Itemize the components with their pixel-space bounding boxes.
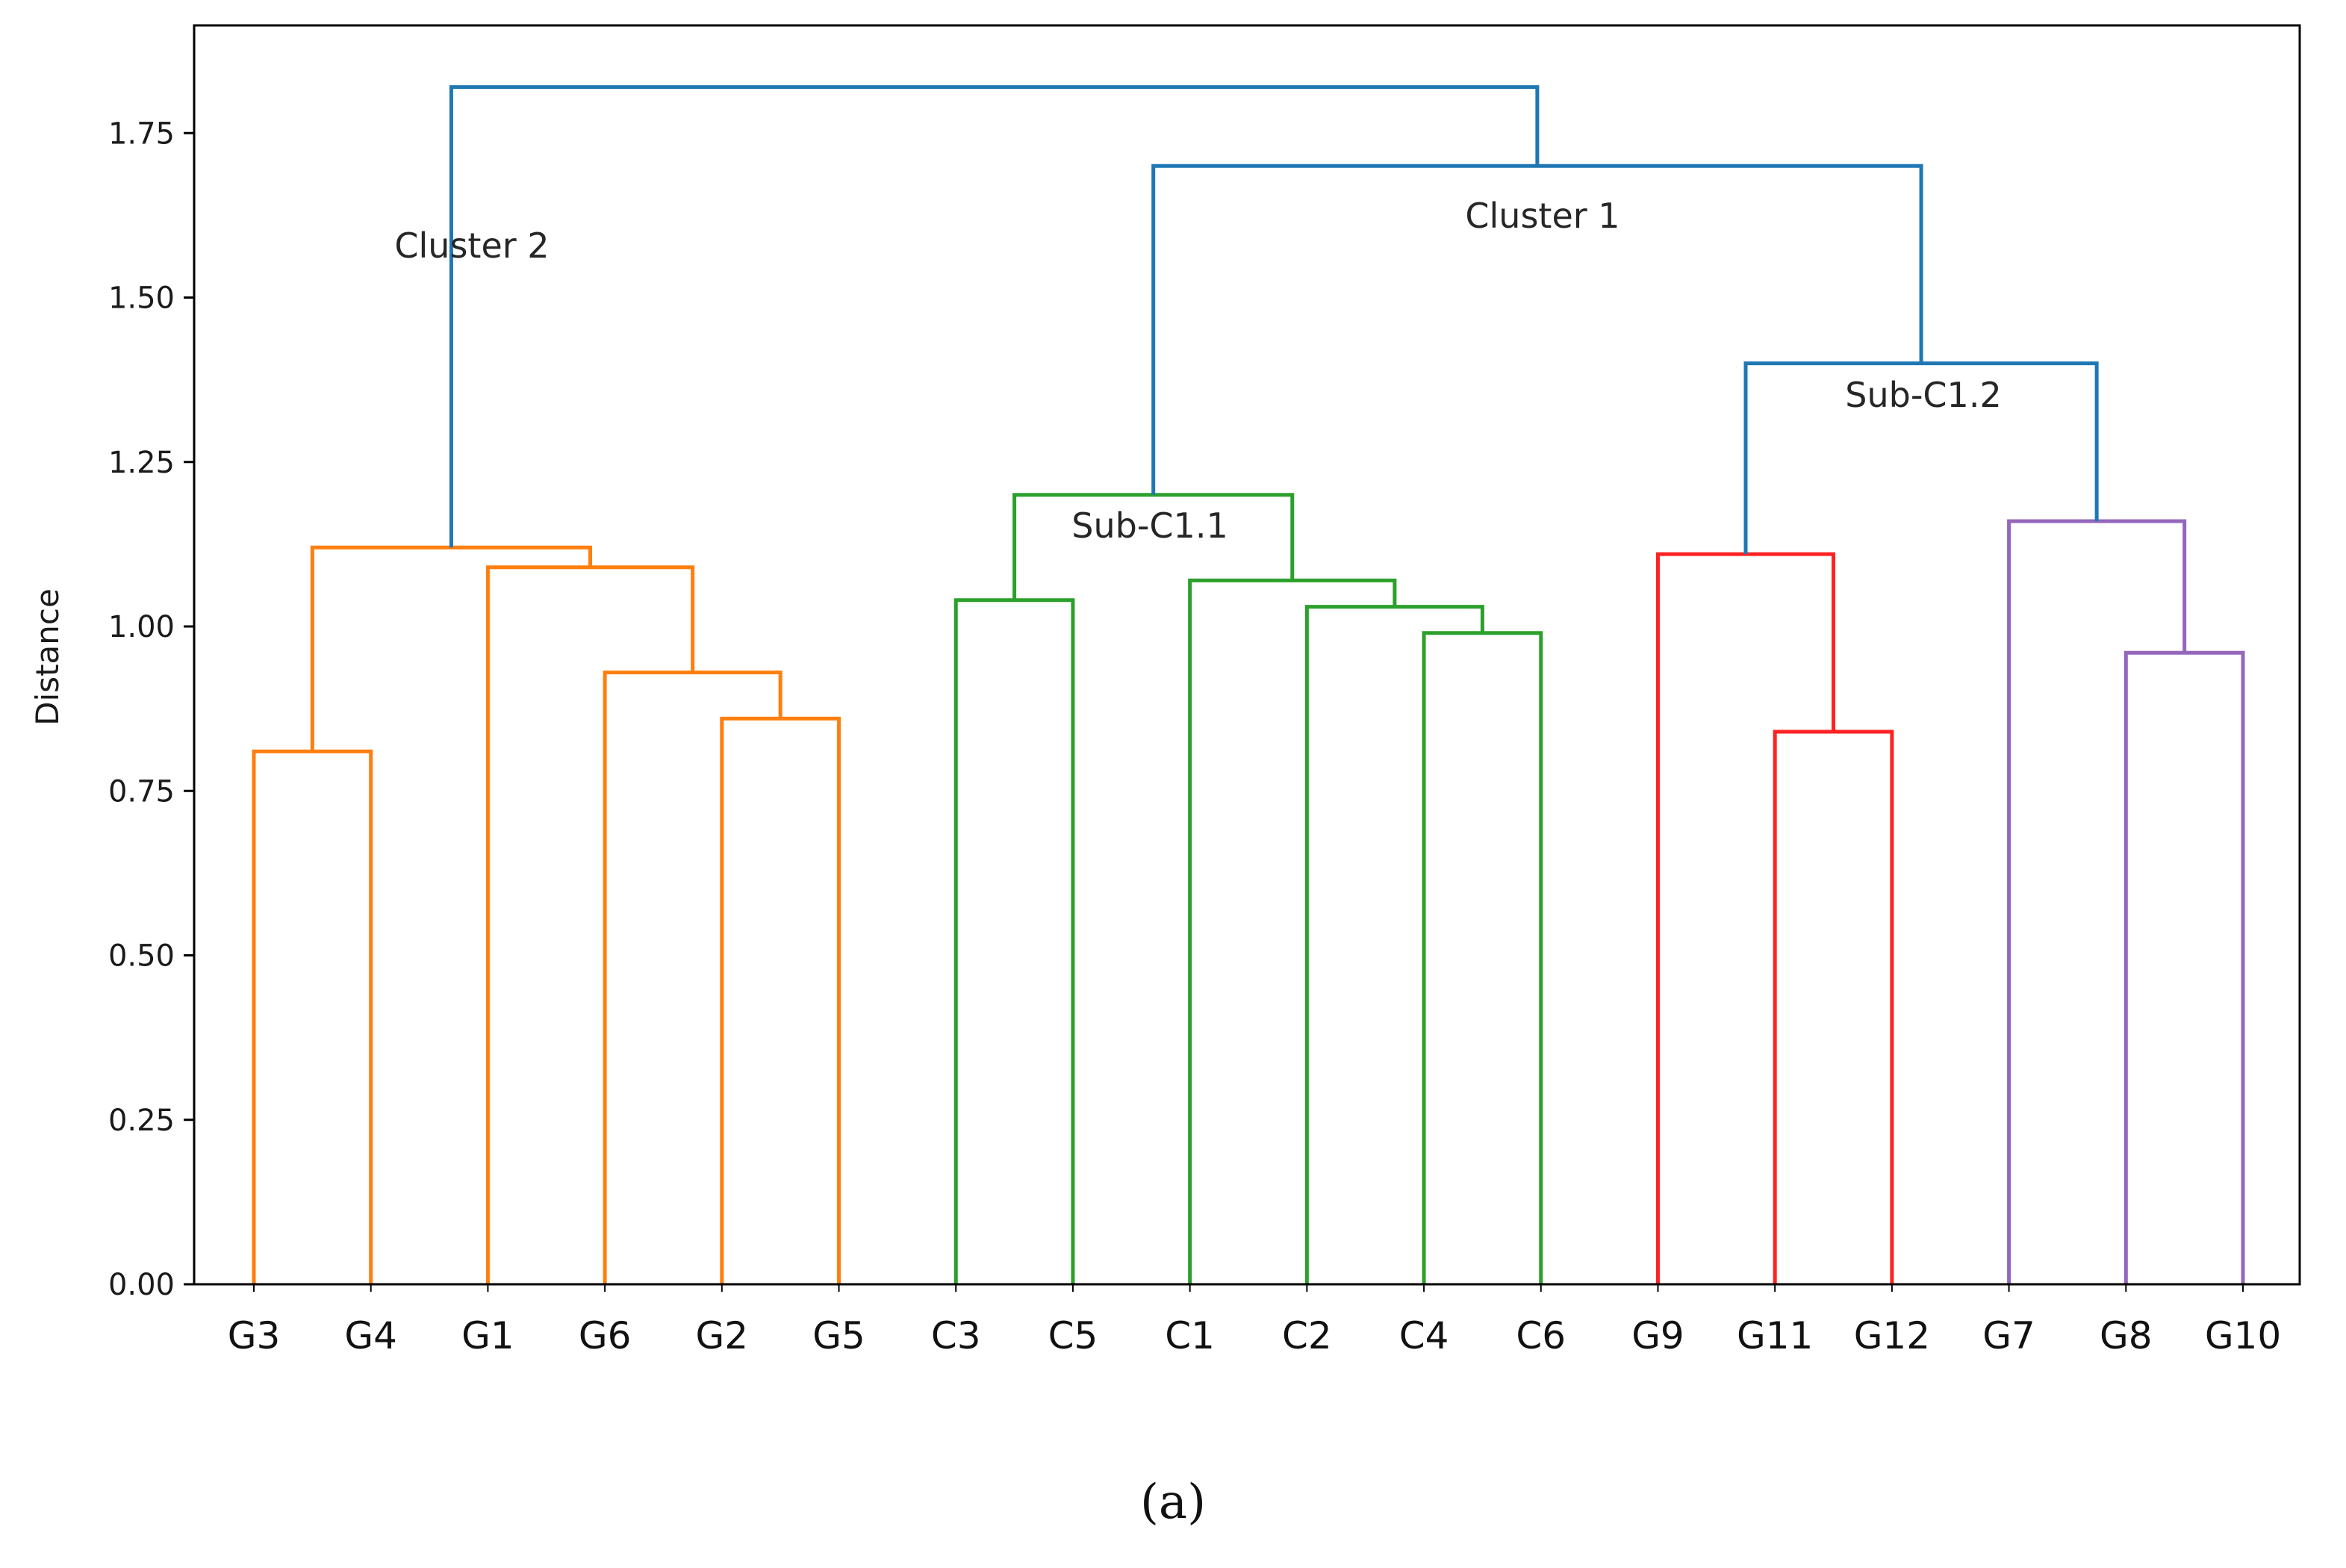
dendrogram-links — [252, 85, 2245, 1284]
leaf-label: G5 — [812, 1314, 865, 1357]
y-tick-label: 0.25 — [108, 1104, 175, 1138]
leaf-label: G9 — [1631, 1314, 1684, 1357]
dendrogram-link-m9 — [1188, 578, 1397, 1284]
y-tick-label: 0.75 — [108, 774, 175, 809]
x-axis: G3 G4 G1 G6 G2 G5 C3 C5 C1 C2 C4 C6 G9 G11 G12 G7 G8 G10 — [228, 1284, 2281, 1357]
y-tick-label: 0.00 — [108, 1268, 175, 1302]
dendrogram-link-m12 — [1655, 552, 1836, 1284]
leaf-label: C1 — [1165, 1314, 1215, 1357]
leaf-label: G1 — [461, 1314, 514, 1357]
dendrogram-link-m8 — [1304, 605, 1484, 1284]
leaf-label: C4 — [1399, 1314, 1449, 1357]
dendrogram-link-m11 — [1773, 729, 1894, 1284]
leaf-label: C3 — [931, 1314, 981, 1357]
leaf-label: G11 — [1737, 1314, 1813, 1357]
annotation-cluster-1: Cluster 1 — [1465, 196, 1620, 236]
dendrogram-link-m14 — [2007, 519, 2187, 1284]
leaf-label: G7 — [1982, 1314, 2035, 1357]
leaf-label: G8 — [2100, 1314, 2153, 1357]
dendrogram-link-m6 — [953, 598, 1075, 1284]
leaf-label: C2 — [1282, 1314, 1332, 1357]
y-axis-label: Distance — [29, 588, 66, 726]
y-tick-label: 1.00 — [108, 610, 175, 644]
dendrogram-link-m2 — [720, 716, 841, 1284]
dendrogram-link-m17 — [449, 85, 1540, 548]
dendrogram-link-m7 — [1422, 631, 1543, 1284]
dendrogram-link-m1 — [252, 749, 373, 1284]
cluster-annotations: Cluster 2 Cluster 1 Sub-C1.1 Sub-C1.2 — [394, 196, 2001, 546]
leaf-label: G10 — [2205, 1314, 2281, 1357]
dendrogram-link-m5 — [310, 545, 593, 752]
y-axis: 0.00 0.25 0.50 0.75 1.00 1.25 1.50 1.75 — [108, 116, 194, 1302]
leaf-label: G4 — [344, 1314, 397, 1357]
leaf-label: C5 — [1048, 1314, 1098, 1357]
annotation-cluster-2: Cluster 2 — [394, 225, 549, 266]
annotation-sub-c1-1: Sub-C1.1 — [1071, 505, 1228, 546]
y-tick-label: 1.25 — [108, 446, 175, 480]
dendrogram-link-m13 — [2123, 650, 2245, 1284]
plot-frame — [193, 24, 2301, 1286]
leaf-label: G2 — [696, 1314, 749, 1357]
annotation-sub-c1-2: Sub-C1.2 — [1845, 375, 2001, 415]
leaf-label: C6 — [1516, 1314, 1566, 1357]
y-tick-label: 0.50 — [108, 939, 175, 974]
dendrogram-link-m3 — [603, 671, 782, 1284]
leaf-label: G3 — [228, 1314, 281, 1357]
y-tick-label: 1.50 — [108, 281, 175, 316]
y-tick-label: 1.75 — [108, 116, 175, 151]
leaf-label: G6 — [579, 1314, 632, 1357]
figure-caption: (a) — [1139, 1475, 1207, 1530]
dendrogram-link-m4 — [485, 565, 695, 1284]
leaf-label: G12 — [1854, 1314, 1930, 1357]
